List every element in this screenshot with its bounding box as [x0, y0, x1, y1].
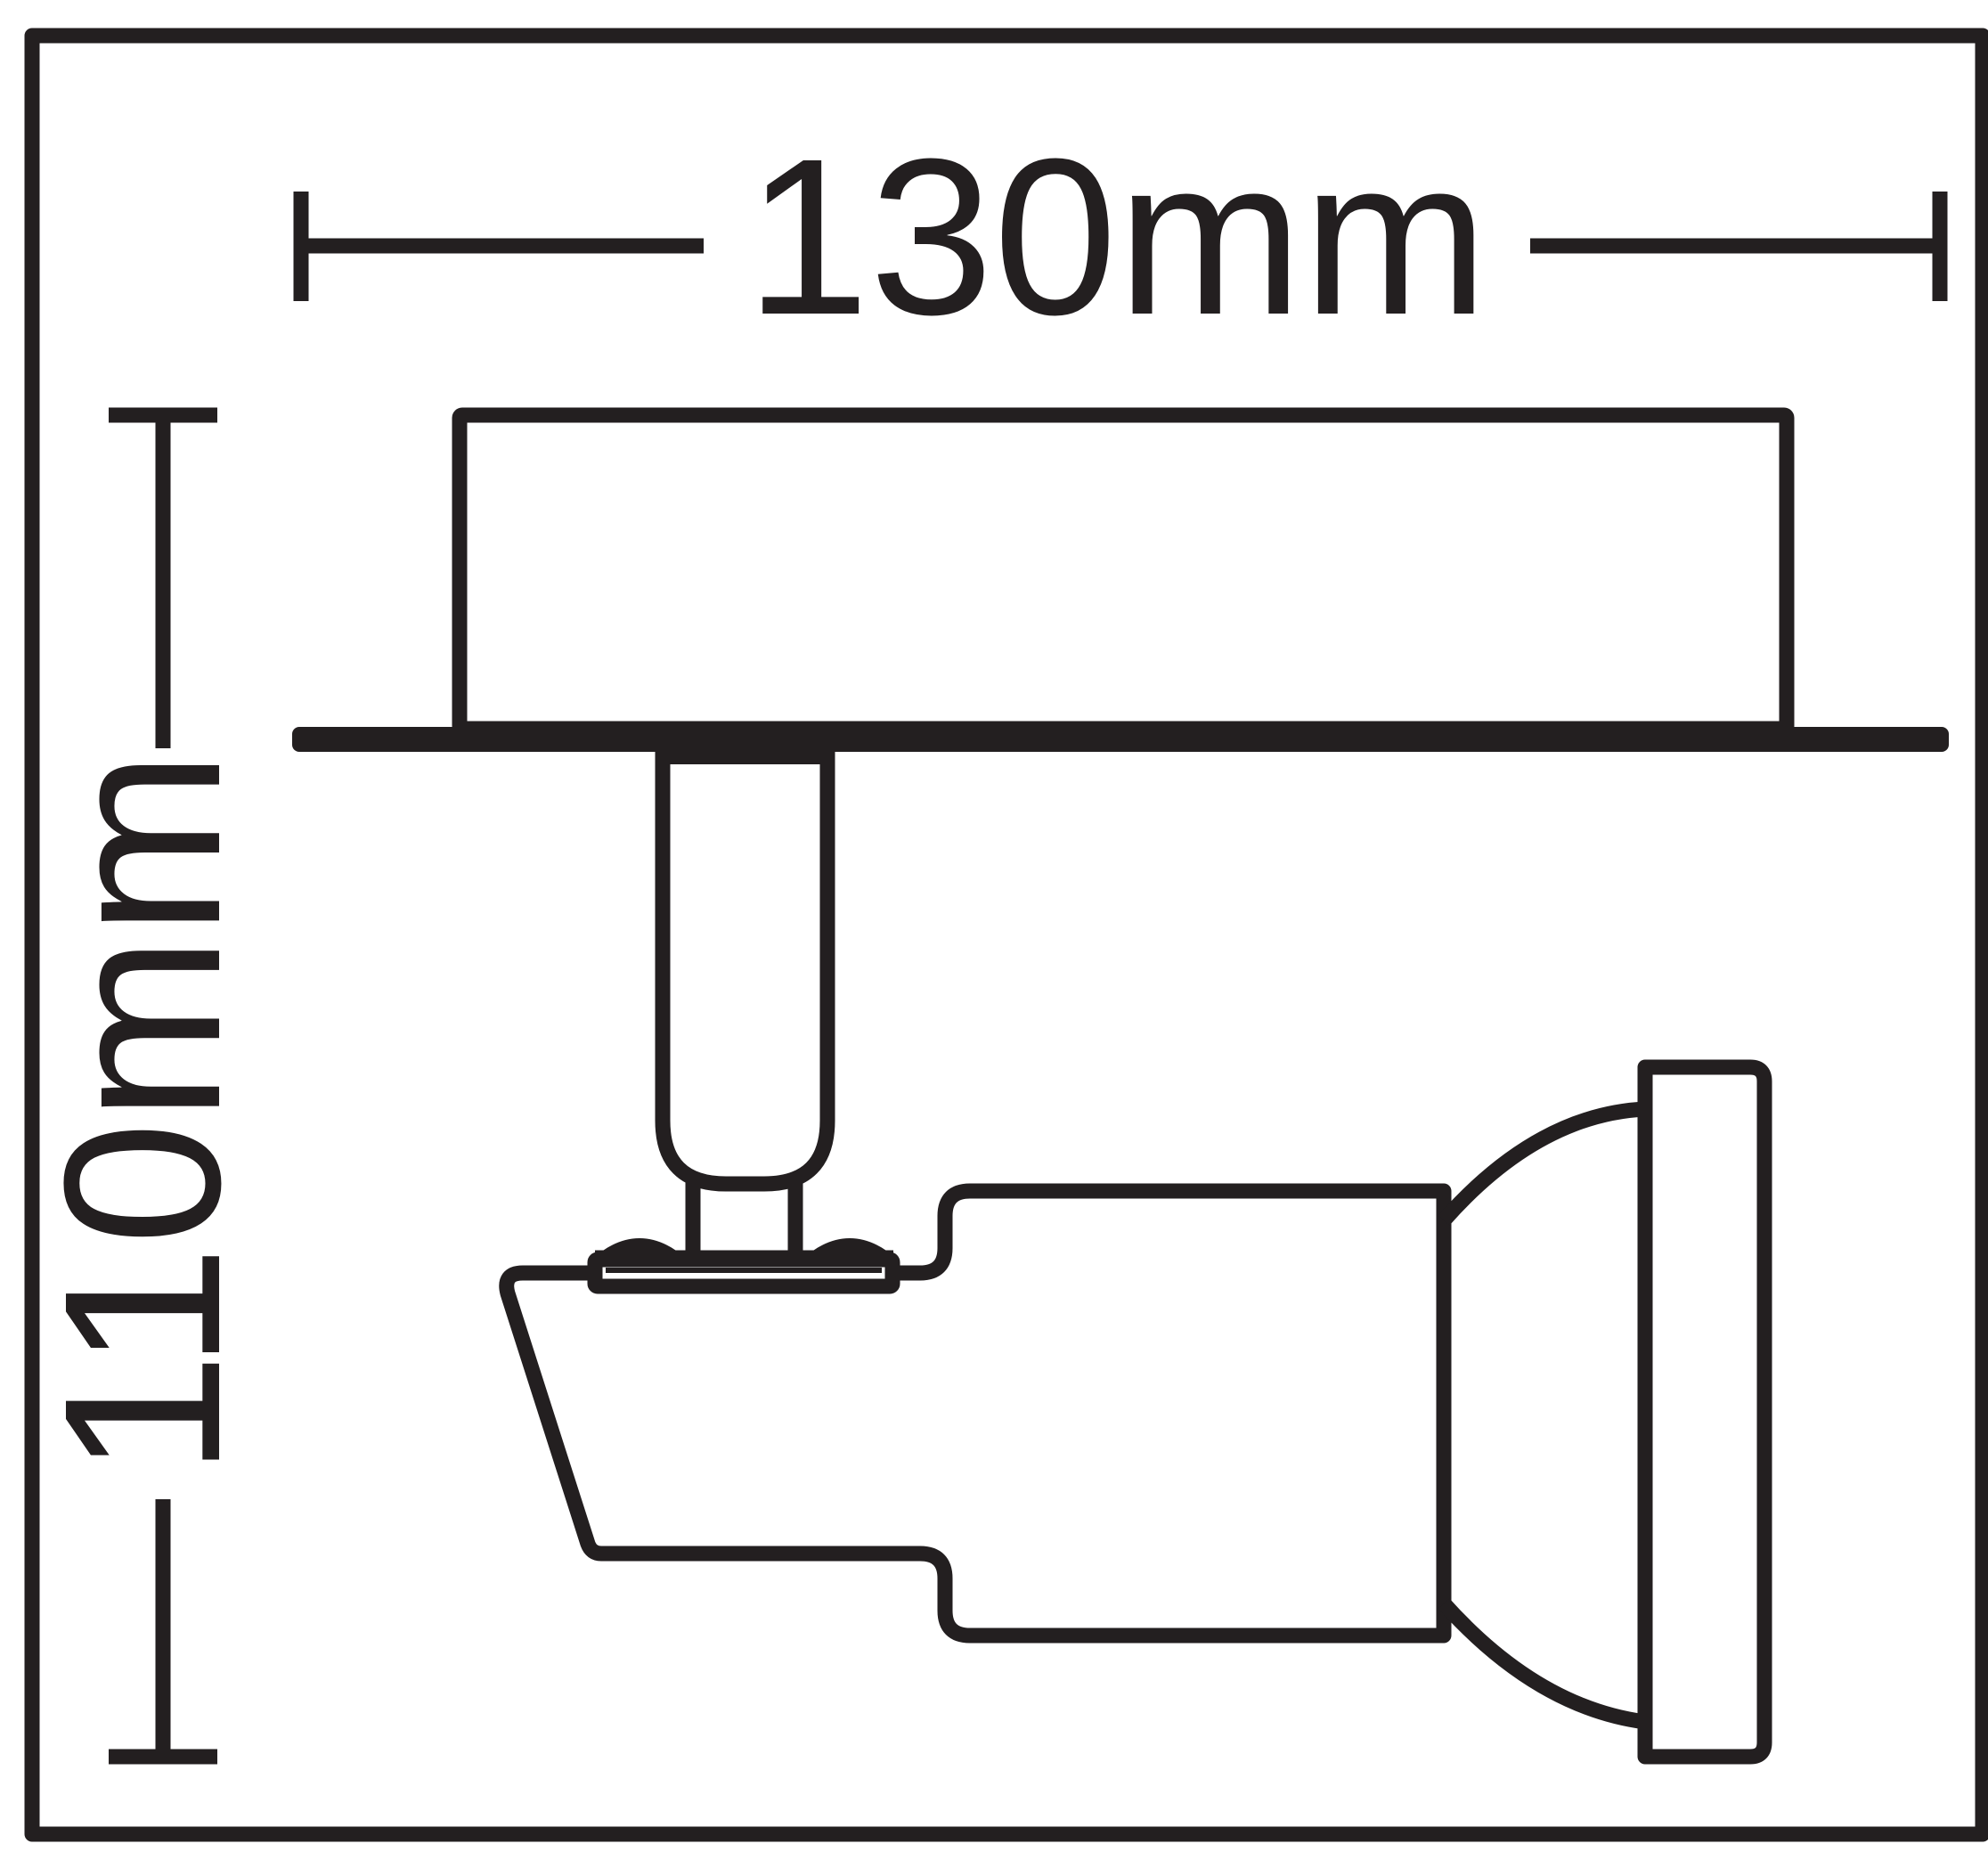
stem-collar [663, 745, 827, 764]
stem-body [655, 752, 835, 1192]
mounting-plate [292, 727, 1949, 752]
lamp-head [499, 1059, 1772, 1765]
canopy-box [452, 407, 1795, 737]
swivel-joint [587, 1238, 900, 1294]
outer-frame [24, 28, 1988, 1842]
lens-rim [1637, 1059, 1772, 1765]
reflector-bottom-curve [1438, 1598, 1647, 1730]
height-dimension: 110mm [18, 407, 266, 1765]
width-dimension: 130mm [293, 112, 1948, 361]
stem [655, 745, 835, 1258]
ceiling-canopy [292, 407, 1949, 752]
height-label: 110mm [18, 750, 266, 1476]
lamp-housing [499, 1183, 1452, 1644]
width-label: 130mm [746, 112, 1488, 361]
reflector-top-curve [1438, 1101, 1646, 1226]
